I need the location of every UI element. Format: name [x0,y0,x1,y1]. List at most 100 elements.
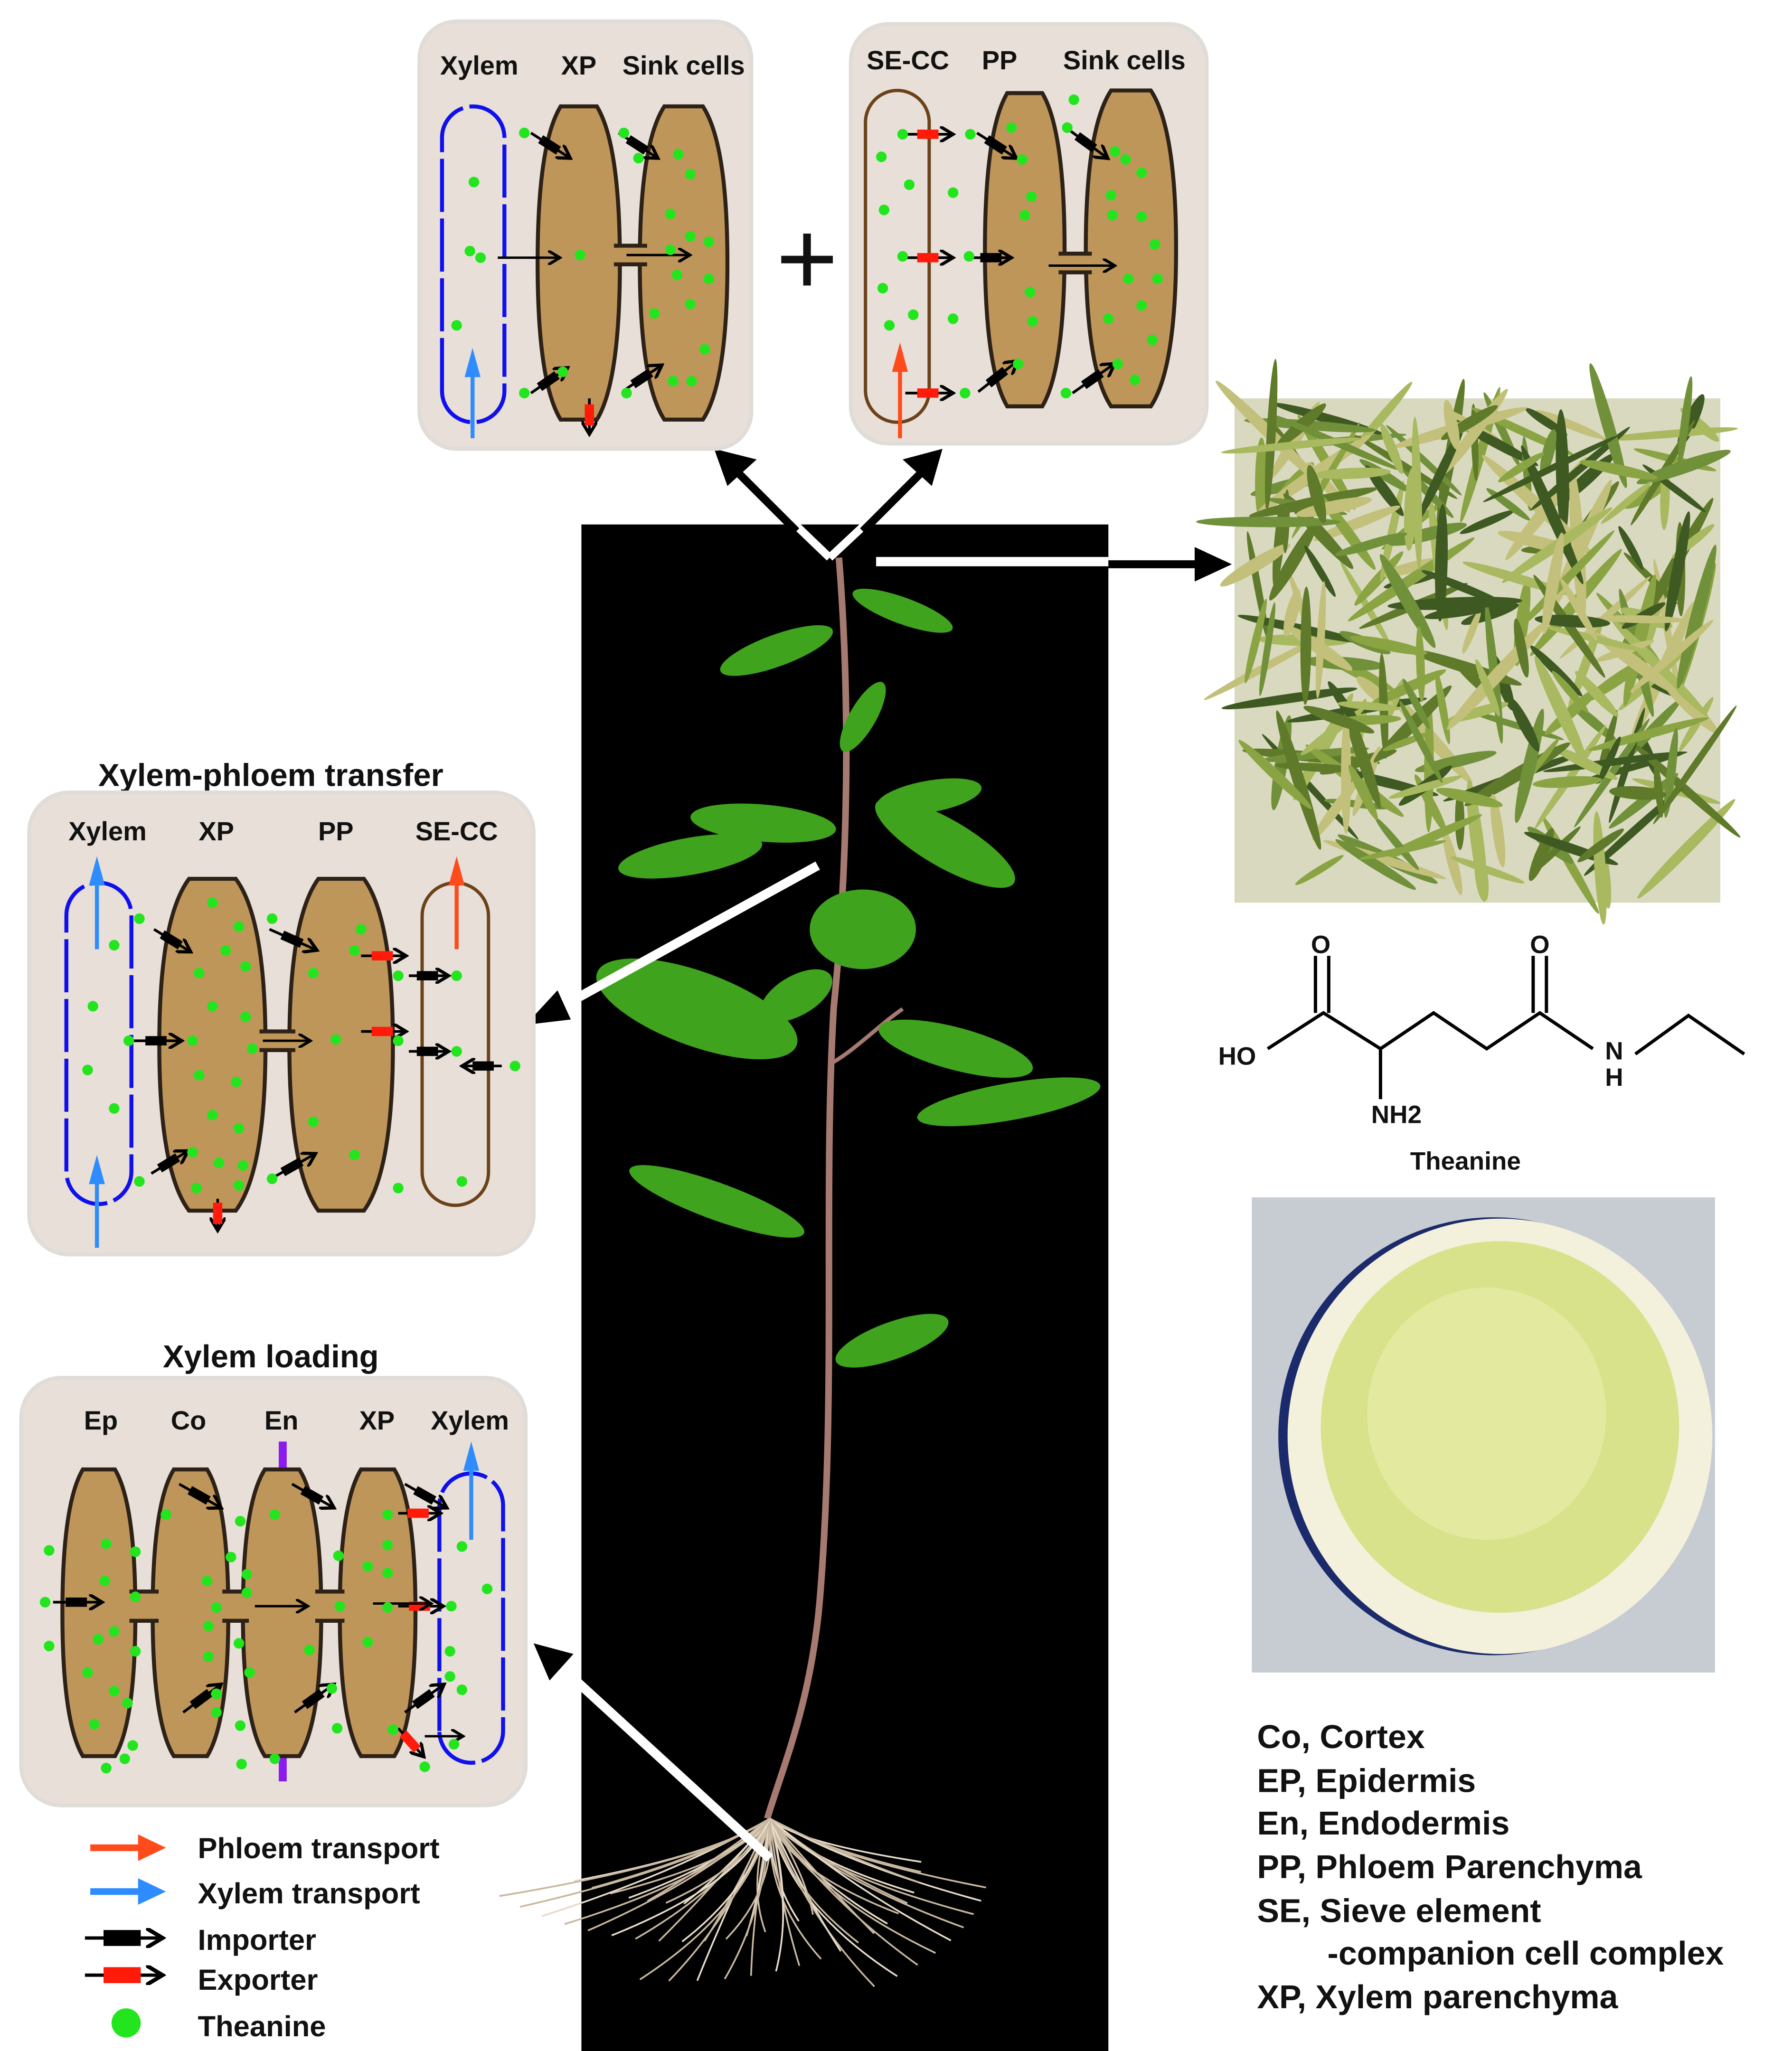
tea-leaf [1269,519,1319,601]
tea-cup-photo [1252,1197,1715,1673]
theanine-dot [241,1569,253,1580]
tea-leaf [1623,574,1656,706]
theanine-dot [326,1683,338,1694]
theanine-dot [382,1602,393,1613]
panel-xylem-phloem-transfer: Xylem XP PP SE-CC [27,790,536,1257]
tea-leaf [1443,400,1460,450]
theanine-dot [456,1541,468,1552]
tea-leaf [1196,517,1341,527]
theanine-dot [618,127,630,139]
importer-icon [145,1036,167,1045]
panel-xylem-loading: Ep Co En XP Xylem [19,1376,528,1807]
exporter-icon [585,404,594,426]
label-se-cc: SE-CC [867,45,949,75]
theanine-dot [236,1759,247,1769]
tea-leaf [1307,465,1326,524]
tea-leaf [1417,422,1465,521]
loading-title: Xylem loading [163,1339,379,1374]
root [611,1818,771,1937]
root [725,1818,772,1940]
tea-leaf [1490,794,1506,867]
tea-leaf [1462,609,1481,654]
theanine-dot [214,1157,225,1168]
importer-icon [984,135,1007,155]
tea-leaf [1238,740,1312,809]
tea-leaf [1664,511,1690,631]
label-xylem: Xylem [431,1405,509,1435]
tea-leaf [1521,445,1584,584]
h-label: H [1605,1063,1623,1091]
theanine-dot [446,1600,457,1612]
theanine-dot [557,367,568,377]
cell [536,104,622,422]
transport-arrowhead [463,1441,480,1471]
importer-icon [189,1689,213,1709]
theanine-dot [191,1183,202,1194]
abbreviation-list: Co, Cortex EP, Epidermis En, Endodermis … [1257,1718,1724,2015]
theanine-dot [234,1180,245,1191]
tea-leaf [1498,452,1545,482]
label-ep: Ep [84,1405,118,1435]
root [564,1818,771,1925]
theanine-dot [235,1720,246,1731]
theanine-dot [481,1583,493,1594]
tea-leaf [1598,736,1621,784]
tea-leaf [1375,817,1419,870]
theanine-dot [456,1176,468,1187]
leaf [690,803,836,843]
tea-leaf [1415,626,1425,702]
root [769,1818,964,1929]
tea-leaf [1315,581,1326,698]
theanine-dot [269,1509,280,1520]
leaf [720,625,833,676]
leaf [877,778,982,815]
tea-leaf [1276,710,1321,850]
theanine-dot [82,1064,93,1075]
label-xp: XP [198,816,234,846]
panel-sink-from-phloem: SE-CC PP Sink cells [849,22,1209,446]
label-en: En [264,1405,298,1435]
theanine-structure [1266,956,1745,1100]
theanine-dot [475,252,486,263]
theanine-dot [1149,239,1160,250]
theanine-dot [211,1602,222,1613]
theanine-dot [908,309,919,320]
theanine-dot [187,1147,198,1158]
cell [287,876,395,1213]
theanine-dot [382,1509,393,1520]
tea-leaf [1221,687,1358,710]
tea-leaf [1514,618,1529,678]
label-sink-cells: Sink cells [1063,45,1186,75]
theanine-dot [665,208,676,219]
o-label: O [1530,931,1549,959]
transport-arrowhead [892,342,908,372]
tea-plant-photo [499,524,1109,2051]
theanine-dot [448,1739,460,1750]
n-label: N [1605,1037,1623,1065]
tea-leaf [1677,545,1717,689]
tea-leaf [1380,424,1404,474]
leaf [917,1077,1101,1127]
theanine-dot [965,129,976,140]
phloem-transport-icon [90,1834,166,1861]
root [769,1818,875,1934]
connector-arrows [526,449,1232,1862]
root [769,1818,842,1952]
label-xylem: Xylem [440,50,519,80]
tea-leaf [1435,670,1451,744]
tea-leaf [1589,363,1627,488]
tea-leaf [1335,839,1416,890]
importer-icon [1081,369,1104,389]
tea-leaf [1337,701,1400,711]
theanine-dot [101,1538,112,1549]
transport-arrowhead [89,1155,105,1185]
cell [60,1467,138,1759]
legend-importer: Importer [198,1924,316,1957]
label-pp: PP [982,45,1018,75]
theanine-dot [201,1575,213,1587]
tea-leaf [1443,829,1462,895]
tea-leaf [1515,708,1544,823]
vessel [420,881,490,1207]
theanine-dot [904,179,915,190]
theanine-dot [1112,358,1123,369]
